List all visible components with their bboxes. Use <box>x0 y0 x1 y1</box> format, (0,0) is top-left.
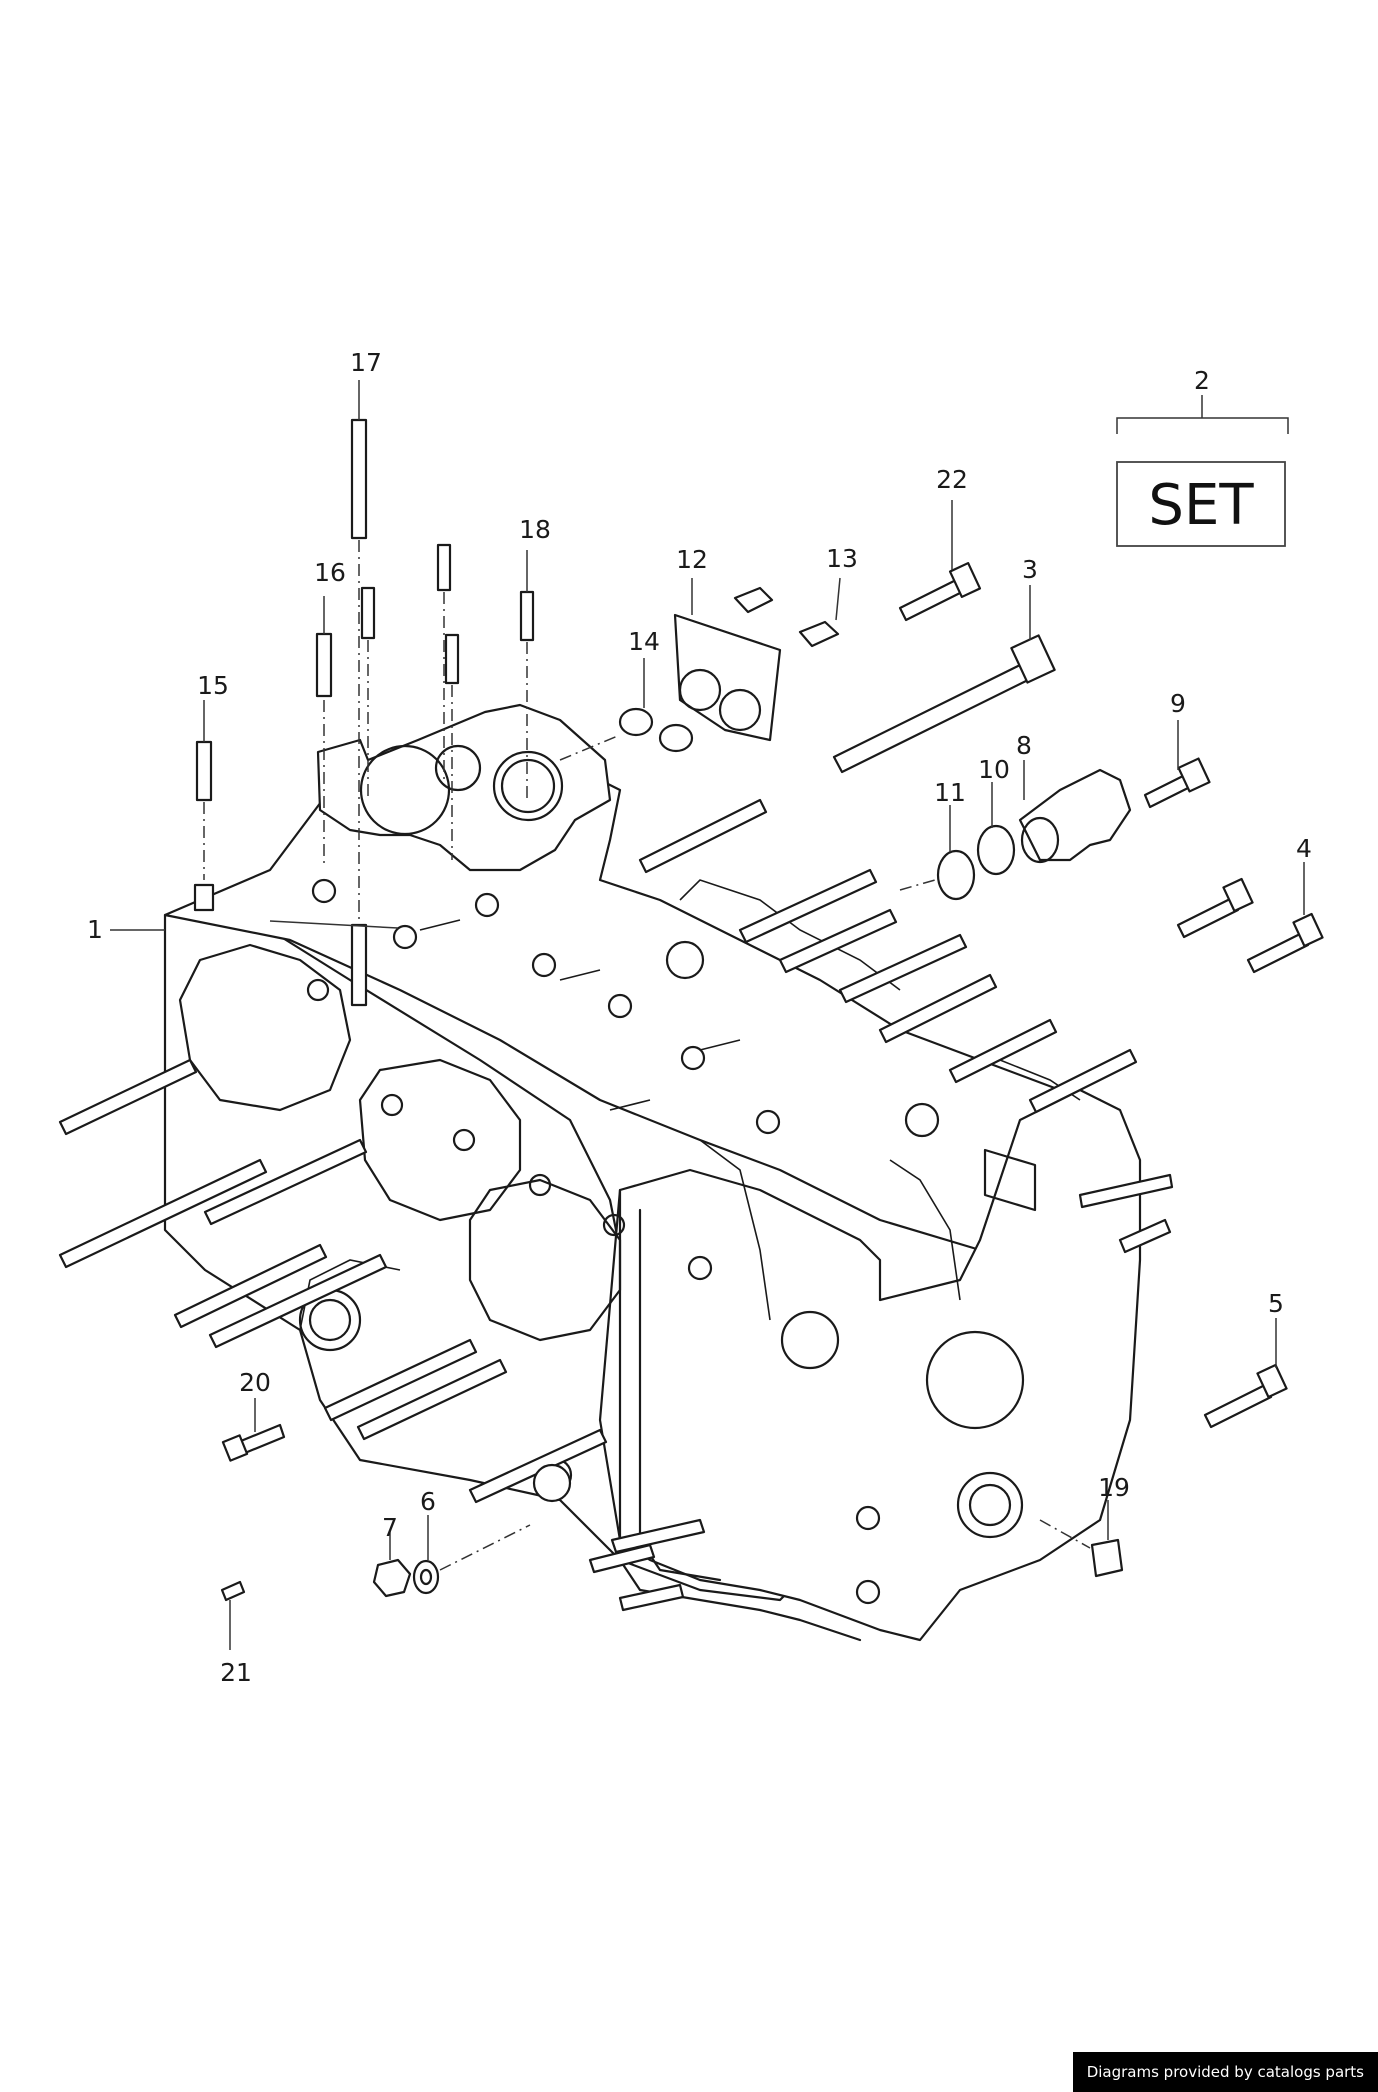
part-10-11-rings <box>899 782 1016 901</box>
part-12-cover <box>673 578 782 742</box>
part-9-bolt <box>1143 720 1211 809</box>
callout-15: 15 <box>197 671 229 700</box>
callout-20: 20 <box>239 1368 271 1397</box>
long-studs <box>58 798 1174 1612</box>
callout-16: 16 <box>314 558 346 587</box>
part-20-bolt <box>221 1398 286 1462</box>
callout-3: 3 <box>1022 555 1038 584</box>
part-17-stud <box>350 380 368 1007</box>
body-nuts <box>311 878 881 1605</box>
callout-6: 6 <box>420 1487 436 1516</box>
callout-4: 4 <box>1296 834 1312 863</box>
part-4-bolts <box>1176 862 1324 974</box>
part-15-stud <box>193 700 215 912</box>
part-16-studs <box>315 543 460 865</box>
set-box: SET <box>1116 461 1286 547</box>
callout-11: 11 <box>934 778 966 807</box>
callout-21: 21 <box>220 1658 252 1687</box>
callout-8: 8 <box>1016 731 1032 760</box>
part-14-rings <box>559 658 694 761</box>
part-6-7-nut-washer <box>372 1515 531 1598</box>
part-21-pin <box>220 1580 246 1650</box>
callout-12: 12 <box>676 545 708 574</box>
crankcase-housing <box>163 703 1142 1642</box>
callout-14: 14 <box>628 627 660 656</box>
part-13-bolts <box>733 577 841 648</box>
callout-1: 1 <box>87 915 103 944</box>
part-18-stud <box>519 550 535 800</box>
set-label: SET <box>1148 473 1254 538</box>
callout-9: 9 <box>1170 689 1186 718</box>
callout-5: 5 <box>1268 1289 1284 1318</box>
callout-19: 19 <box>1098 1473 1130 1502</box>
callout-22: 22 <box>936 465 968 494</box>
part-22-bolt <box>898 500 982 622</box>
part-8-housing <box>1018 760 1132 864</box>
callout-7: 7 <box>382 1513 398 1542</box>
callout-13: 13 <box>826 544 858 573</box>
part-3-shaft <box>832 585 1056 774</box>
callout-18: 18 <box>519 515 551 544</box>
callout-2: 2 <box>1194 366 1210 395</box>
part-5-bolt <box>1203 1318 1288 1429</box>
callout-labels: 1 2 3 4 5 6 7 8 9 10 11 12 13 14 15 16 1… <box>87 348 1312 1687</box>
part-19-plug <box>1039 1500 1124 1578</box>
set-bracket <box>1116 395 1289 434</box>
part-1-leader <box>110 920 399 931</box>
callout-17: 17 <box>350 348 382 377</box>
callout-10: 10 <box>978 755 1010 784</box>
attribution-footer: Diagrams provided by catalogs parts <box>1072 2052 1378 2092</box>
